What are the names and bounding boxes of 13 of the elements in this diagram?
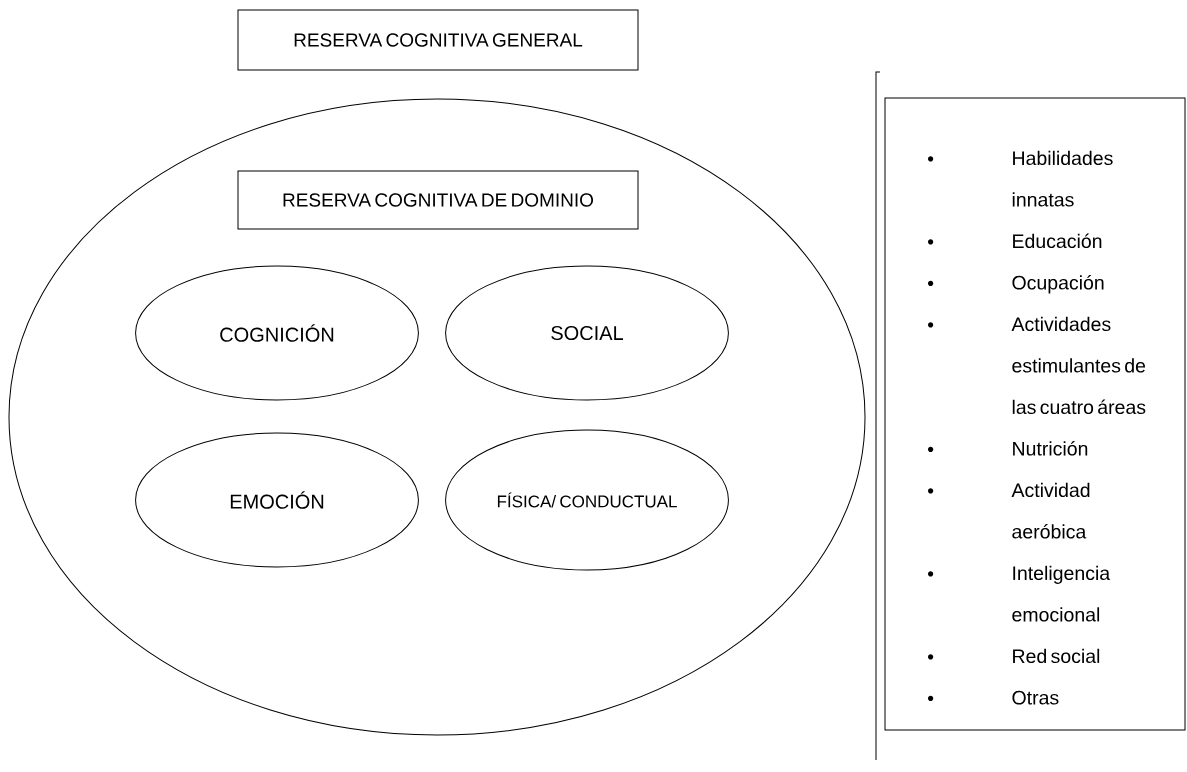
list-item: Habilidades innatas: [1012, 150, 1113, 207]
list-item: Actividad aeróbica: [1011, 482, 1090, 539]
list-box: [884, 97, 1186, 731]
label-box: RESERVA COGNITIVA GENERAL: [237, 9, 639, 71]
ellipse: [8, 98, 866, 736]
list-item: Red social: [1013, 648, 1100, 664]
list-item: Ocupación: [1012, 275, 1104, 294]
label-box: RESERVA COGNITIVA DE DOMINIO: [237, 170, 639, 230]
list-item: Actividades estimulantes de las cuatro áreas: [1011, 316, 1146, 415]
list-item: Inteligencia emocional: [1012, 565, 1111, 622]
list-item: Nutrición: [1013, 441, 1088, 456]
list-item: Educación: [1013, 233, 1102, 249]
list-item: Otras: [1012, 690, 1059, 705]
